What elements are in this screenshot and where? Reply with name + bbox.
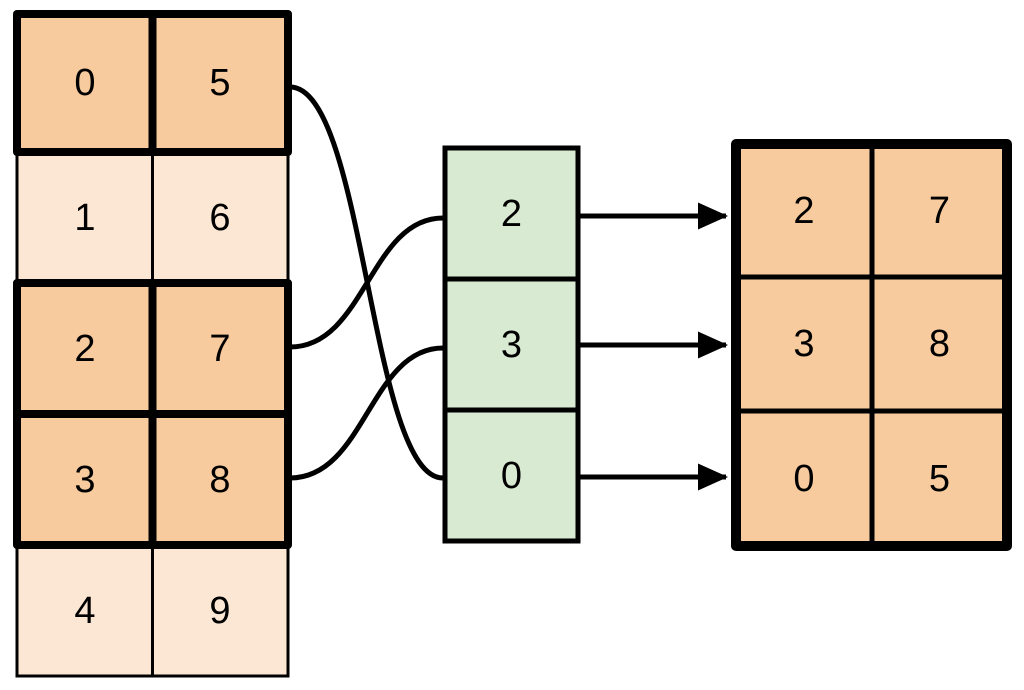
source-cell-r3c1: 8 [209, 458, 231, 501]
source-cell-r4c1: 9 [209, 589, 231, 632]
source-cell-r1c1: 6 [209, 196, 231, 239]
result-cell-r2c0: 0 [793, 457, 815, 500]
index-slot-1-fill [445, 279, 578, 410]
result-cell-r2c1: 5 [928, 457, 951, 500]
source-cell-r2c0: 2 [74, 327, 96, 370]
link-curves [287, 84, 446, 481]
source-rows-2-3-highlight-outline [13, 279, 292, 549]
result-cell-r0c1: 7 [928, 189, 951, 232]
result-thin-grid [736, 144, 1007, 546]
source-cell-r4c0: 4 [74, 589, 96, 632]
source-cell-r3c0: 3 [74, 458, 96, 501]
result-cell-r1c0: 3 [793, 323, 815, 365]
result-arrows [578, 202, 729, 491]
source-array [13, 10, 292, 678]
result-cell-r0c0: 2 [793, 189, 815, 232]
source-cell-r0c1: 5 [209, 62, 231, 104]
source-cell-r1c0: 1 [74, 196, 96, 239]
source-cell-r2c1: 7 [209, 327, 231, 370]
index-array [442, 145, 581, 544]
source-row-3-to-index-3 [287, 345, 446, 481]
index-cell-0: 2 [500, 192, 523, 235]
result-cell-r1c1: 8 [928, 323, 951, 365]
source-cell-r0c0: 0 [74, 62, 96, 104]
source-row-2-to-index-2 [287, 215, 446, 350]
index-cell-2: 0 [500, 454, 523, 497]
source-row-0-highlight-outline [13, 10, 292, 156]
index-cell-1: 3 [500, 323, 523, 366]
result-outer-border [731, 139, 1012, 551]
result-array [731, 139, 1012, 551]
index-slot-2-fill [445, 410, 578, 541]
index-slot-0-fill [445, 148, 578, 279]
